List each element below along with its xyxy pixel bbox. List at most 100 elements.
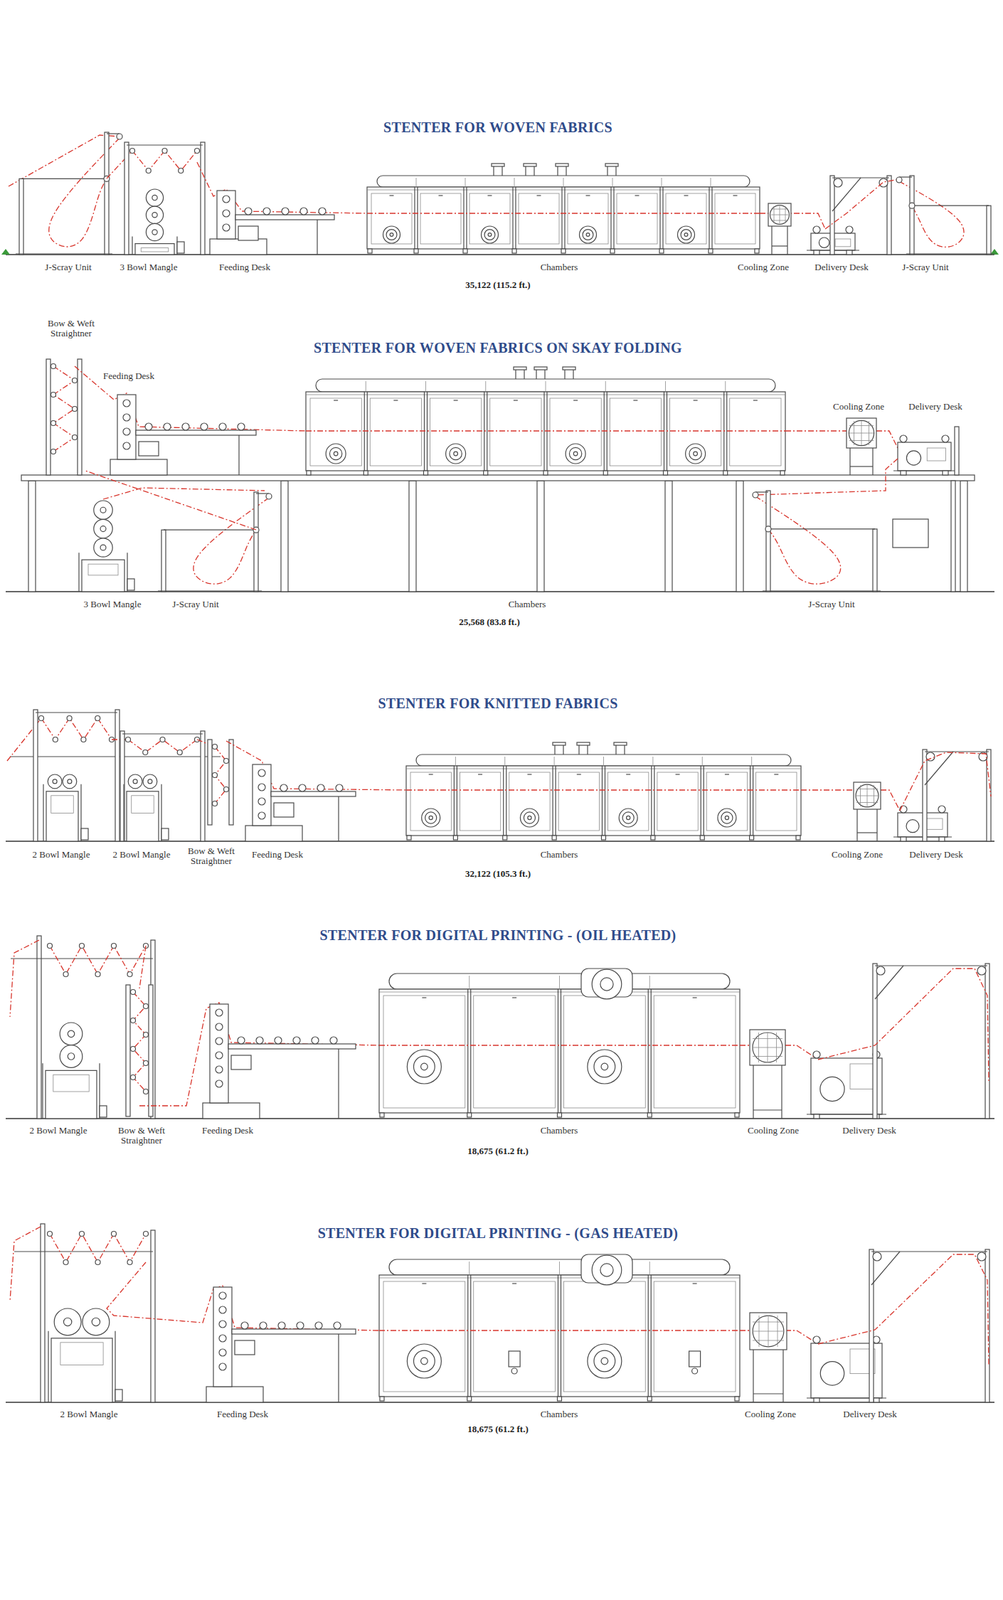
fabric-path	[41, 718, 112, 740]
desk-foot	[813, 1398, 820, 1403]
circulation-fan	[383, 226, 401, 244]
frame-beam	[35, 712, 118, 713]
desk-base	[206, 1387, 264, 1403]
stenter-knitted	[5, 709, 995, 842]
chimney-cap	[491, 163, 505, 167]
chamber-leg	[723, 470, 728, 476]
cooling-fan	[752, 1032, 783, 1063]
fabric-path	[132, 150, 198, 171]
fan-ring	[680, 229, 692, 241]
squeeze-bowl	[142, 774, 158, 789]
take-off-unit	[892, 519, 929, 548]
fabric-path	[49, 1234, 146, 1263]
chamber-leg	[603, 470, 608, 476]
table-leg	[337, 1049, 339, 1119]
part-label: Delivery Desk	[906, 401, 964, 412]
cooling-zone	[853, 782, 881, 842]
roof-rib	[504, 756, 506, 767]
padding-mangle	[78, 500, 135, 592]
delivery-roller	[813, 1336, 821, 1344]
access-door	[564, 995, 646, 1109]
expander-roller	[263, 207, 271, 215]
frame-post	[200, 142, 205, 255]
panel-divider	[543, 391, 545, 471]
leg-brace	[753, 1109, 782, 1111]
part-label: J-Scray Unit	[806, 599, 856, 610]
table-leg	[316, 219, 318, 255]
chimney-cap	[605, 163, 619, 167]
feeding-desk	[206, 1287, 356, 1403]
base-plate	[157, 590, 262, 592]
guide-roller	[142, 750, 148, 756]
gas-burner	[689, 1351, 701, 1368]
squeeze-bowl	[93, 519, 113, 538]
fan-ring	[449, 447, 462, 460]
feeding-desk	[245, 764, 356, 842]
guide-roller	[127, 1260, 133, 1266]
drive-motor	[177, 241, 185, 254]
chamber-leg	[483, 470, 488, 476]
access-door	[714, 193, 756, 244]
gear-box	[850, 1064, 875, 1090]
frame-post	[200, 731, 205, 842]
squeeze-bowl	[59, 1045, 83, 1069]
part-label: Cooling Zone	[743, 1409, 798, 1420]
bowl-shaft	[52, 779, 57, 784]
guide-roller	[143, 1061, 149, 1067]
chamber-body	[367, 187, 760, 249]
bowl-shaft	[152, 194, 158, 200]
guide-roller	[145, 168, 151, 174]
door-handle	[692, 1283, 698, 1284]
support-column	[736, 480, 744, 592]
part-label: Cooling Zone	[736, 262, 791, 273]
roof-rib	[416, 177, 417, 188]
stenter-digital-oil	[5, 936, 995, 1119]
fan-hub	[693, 451, 698, 456]
roof-rib	[425, 381, 427, 392]
feeding-desk	[202, 1004, 356, 1119]
leg	[876, 809, 878, 842]
guide-roller	[81, 737, 87, 743]
guide-roller	[79, 1232, 85, 1238]
fabric-path	[103, 487, 265, 500]
door-handle	[428, 773, 434, 775]
chamber-leg	[379, 1397, 385, 1402]
panel-divider	[711, 187, 713, 249]
roof-rib	[710, 177, 712, 188]
frame-post	[124, 142, 129, 255]
guide-roller	[194, 148, 200, 154]
panel-divider	[557, 1275, 559, 1398]
stenter-woven	[1, 132, 999, 255]
top-rail	[406, 768, 801, 770]
roof-rib	[559, 1261, 560, 1276]
desk-base	[110, 459, 168, 476]
fan-hub	[626, 815, 631, 820]
chamber-leg	[749, 835, 755, 841]
part-label: J-Scray Unit	[170, 599, 220, 610]
fan-grill	[856, 802, 878, 804]
fan-grill	[776, 1032, 777, 1063]
chamber-roof	[315, 379, 776, 392]
chamber-roof	[416, 754, 792, 767]
fabric-path	[305, 430, 786, 432]
section-title: STENTER FOR DIGITAL PRINTING - (GAS HEAT…	[316, 1225, 681, 1242]
chamber-leg	[467, 1113, 472, 1118]
access-door	[653, 1281, 736, 1393]
fabric-path	[899, 752, 991, 811]
desk-table	[271, 791, 356, 797]
desk-foot	[942, 470, 949, 476]
guide-roller	[123, 399, 131, 407]
panel-divider	[467, 1275, 469, 1398]
circulation-fan	[481, 226, 499, 244]
fan-hub	[527, 815, 532, 820]
frame-post	[115, 709, 120, 842]
leg-brace	[771, 245, 788, 247]
fan-ring	[484, 229, 496, 241]
door-handle	[773, 773, 779, 775]
fan-hub	[487, 233, 492, 237]
expander-roller	[298, 784, 306, 792]
guide-roller	[833, 178, 843, 188]
door-handle	[692, 997, 698, 999]
guide-roller	[258, 812, 266, 820]
door-handle	[512, 997, 517, 999]
